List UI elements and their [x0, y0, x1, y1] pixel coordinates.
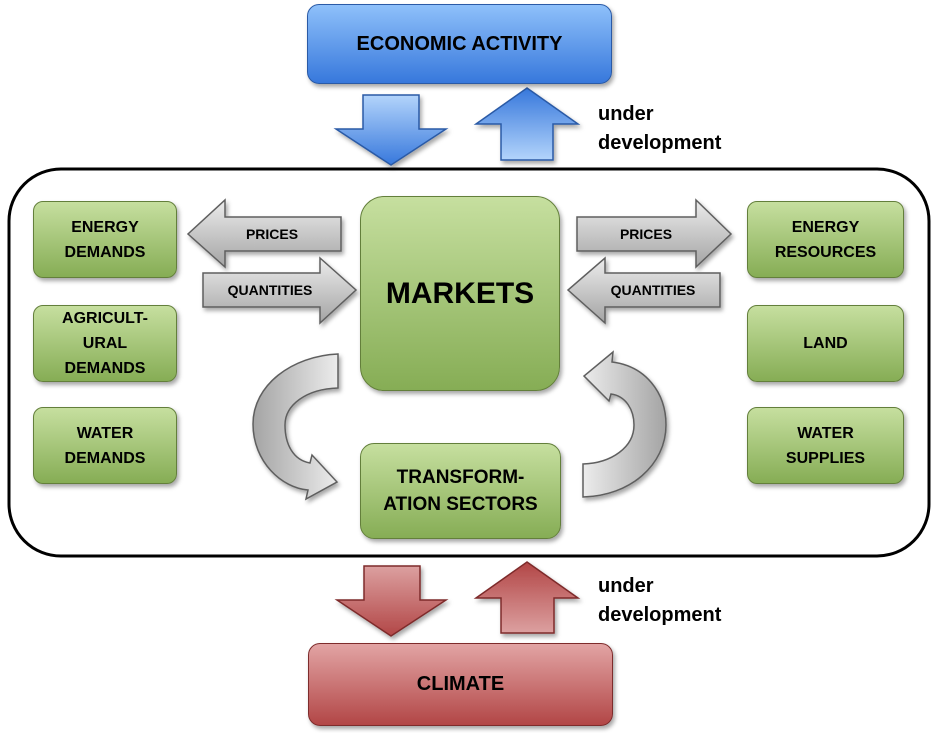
markets-box: MARKETS	[360, 196, 560, 391]
water-supplies-box: WATER SUPPLIES	[747, 407, 904, 484]
bottom-under-development-note: under development	[598, 575, 722, 626]
left-quantities-label: QUANTITIES	[228, 282, 313, 298]
right-prices-arrow	[576, 198, 733, 269]
water-demands-box: WATER DEMANDS	[33, 407, 177, 484]
land-label: LAND	[803, 335, 848, 352]
climate-box: CLIMATE	[308, 643, 613, 726]
energy-resources-label: ENERGY RESOURCES	[774, 218, 877, 261]
transformation-sectors-box: TRANSFORM- ATION SECTORS	[360, 443, 561, 539]
markets-to-transformation-curved-arrow	[252, 353, 339, 501]
agricultural-demands-box: AGRICULT- URAL DEMANDS	[33, 305, 177, 382]
left-prices-label: PRICES	[246, 226, 298, 242]
right-quantities-arrow	[566, 256, 721, 325]
agricultural-demands-label: AGRICULT- URAL DEMANDS	[62, 310, 148, 377]
land-box: LAND	[747, 305, 904, 382]
economic-activity-down-arrow	[333, 94, 449, 166]
left-quantities-arrow	[202, 256, 358, 325]
climate-label: CLIMATE	[416, 673, 505, 695]
economic-activity-box: ECONOMIC ACTIVITY	[307, 4, 612, 84]
economic-activity-up-arrow	[473, 87, 581, 161]
transformation-sectors-label: TRANSFORM- ATION SECTORS	[383, 467, 538, 515]
water-supplies-label: WATER SUPPLIES	[785, 424, 866, 467]
economic-activity-label: ECONOMIC ACTIVITY	[356, 32, 563, 55]
arrow-group	[186, 87, 733, 637]
energy-demands-box: ENERGY DEMANDS	[33, 201, 177, 278]
right-prices-label: PRICES	[620, 226, 672, 242]
top-under-development-note: under development	[598, 103, 722, 154]
climate-up-arrow	[473, 561, 581, 634]
left-prices-arrow	[186, 198, 342, 269]
transformation-to-markets-curved-arrow	[582, 350, 667, 498]
right-quantities-label: QUANTITIES	[611, 282, 696, 298]
climate-down-arrow	[334, 565, 449, 637]
water-demands-label: WATER DEMANDS	[64, 424, 146, 467]
energy-resources-box: ENERGY RESOURCES	[747, 201, 904, 278]
energy-demands-label: ENERGY DEMANDS	[64, 218, 146, 261]
markets-label: MARKETS	[385, 276, 535, 310]
